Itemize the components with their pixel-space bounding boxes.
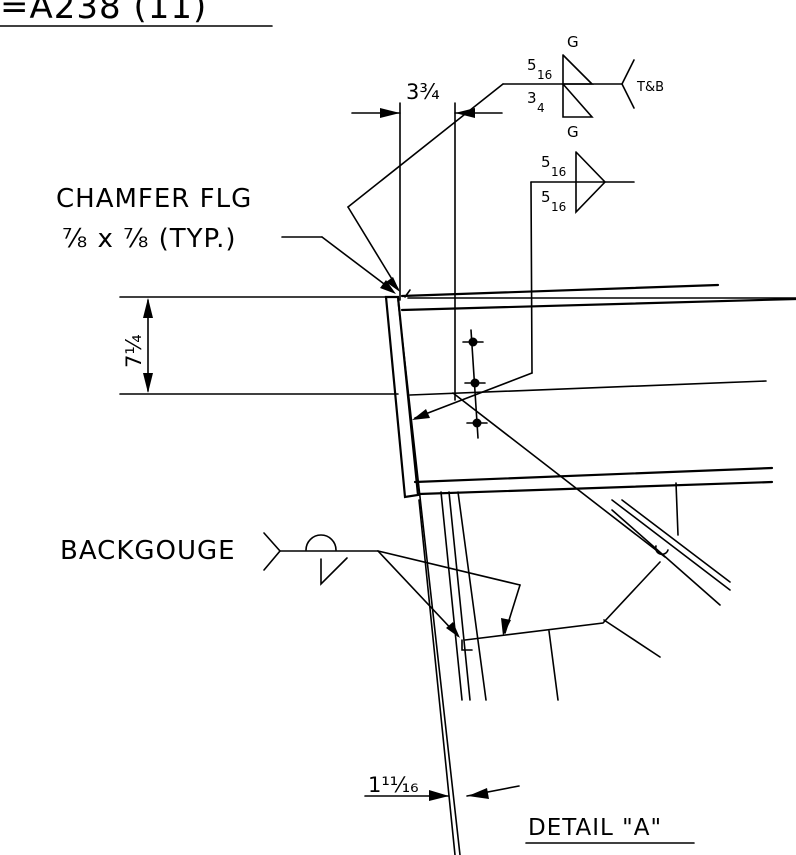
weld-mark [654,545,669,556]
tail-line [263,532,282,571]
weld2-size-bottom-sub: 16 [551,200,566,214]
dimension-top: 3¾ [351,80,503,401]
stiffener-line [440,491,463,701]
bevel-weld-icon [320,557,348,586]
leader-line [377,550,459,637]
dimension-bottom-value: 1¹¹⁄₁₆ [368,773,419,797]
leader-line [414,372,533,419]
backgouge-note: BACKGOUGE [60,532,521,638]
beam-top-flange [400,283,720,298]
gusset-edge [548,630,559,701]
arrow-head [143,373,153,393]
column [384,295,487,855]
back-weld-icon [305,534,337,551]
stiffener-line [457,491,487,701]
chamfer-note: CHAMFER FLG ⅞ x ⅞ (TYP.) [56,184,396,294]
leader-line [347,206,399,290]
weld-symbol-2: 5 16 5 16 [412,151,635,420]
chamfer-label-line1: CHAMFER FLG [56,184,252,214]
weld-mark [461,639,473,651]
bolt-hole [468,337,478,347]
column-flange [384,295,420,499]
chamfer-label-line2: ⅞ x ⅞ (TYP.) [62,224,237,254]
fillet-weld-both-icon [575,151,607,214]
bolt-hole [470,378,480,388]
arrow-head [386,277,400,292]
arrow-head [429,790,449,801]
weld-symbol-1: T&B 5 16 3 4 G G [347,33,664,292]
tail-line [621,59,635,85]
weld2-size-bottom: 5 [541,188,551,206]
gusset-edge [452,392,666,558]
dimension-bottom: 1¹¹⁄₁₆ [364,773,520,801]
drawing-title: =A238 (11) [0,0,207,27]
beam-top-flange-inner [400,297,796,312]
dimension-left: 7¼ [119,296,399,395]
weld-size-bottom: 3 [527,89,537,107]
finish-bottom: G [567,123,579,141]
arrow-head [468,788,489,799]
dimension-left-value: 7¼ [122,334,146,368]
leader-line [377,550,521,586]
leader-line [530,181,533,374]
brace-line [611,499,731,591]
weld-tail-note: T&B [636,80,664,95]
weld2-size-top: 5 [541,153,551,171]
finish-top: G [567,33,579,51]
leader-line [347,83,504,208]
weld2-size-top-sub: 16 [551,165,566,179]
weld-size-top: 5 [527,56,537,74]
stiffener-line [448,491,471,701]
beam-centerline [409,380,767,396]
arrow-head [143,298,153,318]
weld-size-top-sub: 16 [537,68,552,82]
gusset-plate [452,392,731,701]
bolt-group [462,329,488,439]
brace-line [611,509,721,606]
beam-bottom-flange [413,466,774,484]
detail-label: DETAIL "A" [528,815,662,841]
arrow-head [380,108,400,118]
backgouge-label: BACKGOUGE [60,536,236,566]
column-web-line [397,299,461,855]
beam-bottom-flange [417,480,774,496]
arrow-head [412,409,430,420]
weld-size-bottom-sub: 4 [537,101,545,115]
gusset-edge [675,482,679,536]
gusset-edge [603,619,661,658]
arrow-head [501,618,511,636]
dimension-top-value: 3¾ [406,80,440,104]
arrow-head [446,622,460,638]
tail-line [621,83,635,109]
beam [400,283,796,496]
bolt-hole [472,418,482,428]
brace-line [621,499,731,583]
leader-line [321,236,393,291]
fillet-weld-top-icon [562,54,594,85]
arrow-head [380,280,396,294]
column-web-line [418,499,456,855]
gusset-edge [464,561,661,641]
fillet-weld-bottom-icon [562,83,594,118]
chamfer-mark [404,289,411,298]
